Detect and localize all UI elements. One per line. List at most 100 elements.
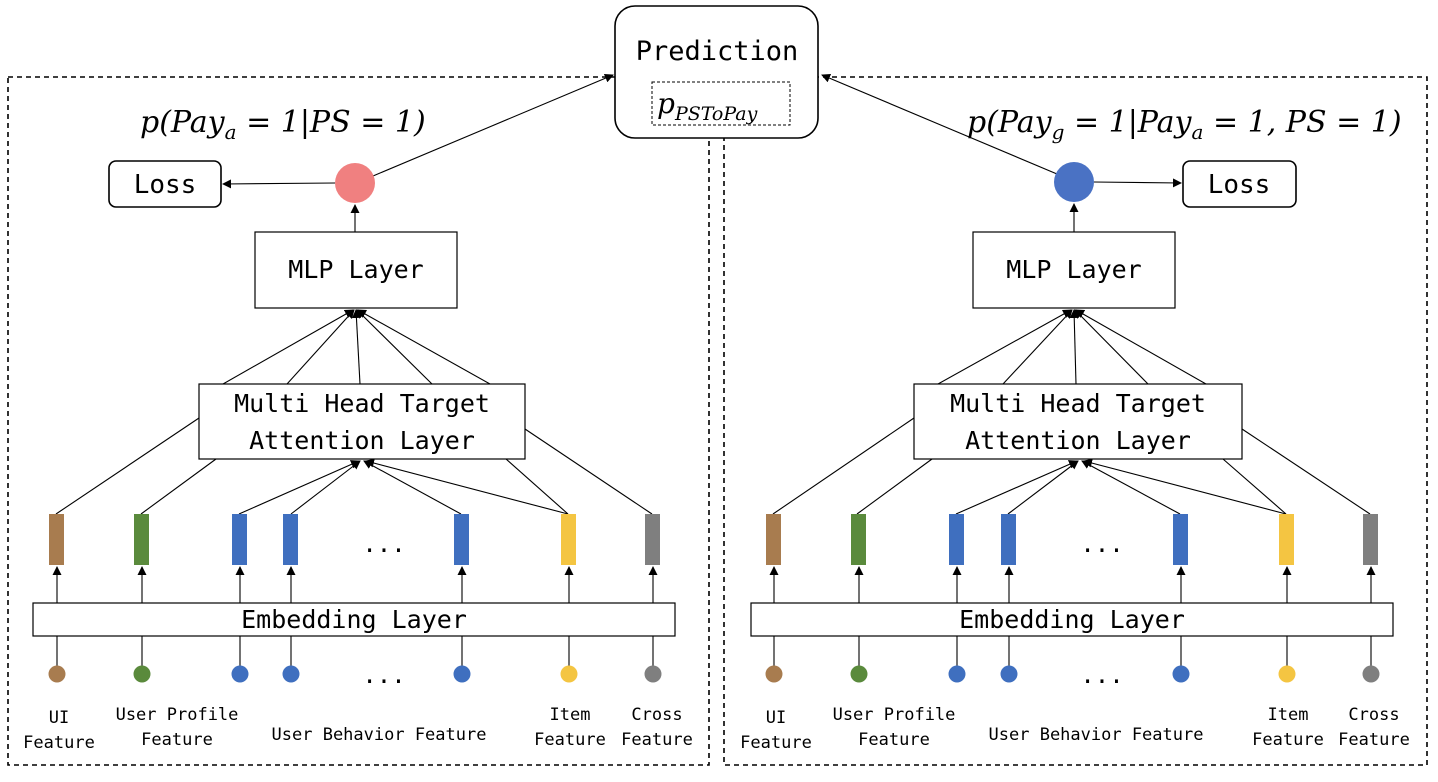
left-behavior1-to-att-arrow <box>238 460 360 515</box>
right-embedding-ellipsis: ... <box>1080 530 1123 558</box>
left-to-prediction-arrow <box>372 73 614 177</box>
right-input-ellipsis: ... <box>1080 661 1123 689</box>
right-attention-box <box>913 383 1243 460</box>
right-item-embedding <box>1279 514 1294 565</box>
right-mlp-box <box>972 231 1176 309</box>
left-ui-emb-to-att-line <box>55 417 200 515</box>
left-loss-box <box>108 160 222 208</box>
right-item-to-att-arrow <box>1083 458 1287 515</box>
right-item-label-2: Feature <box>1252 730 1324 750</box>
right-probability-label: p(Payg = 1|Paya = 1, PS = 1) <box>967 105 1402 144</box>
left-item-to-att-arrow <box>365 458 569 515</box>
right-profile-emb-to-att-line <box>856 458 933 515</box>
left-behavior2-to-att-arrow <box>290 460 361 515</box>
right-behavior3-to-att-arrow <box>1081 460 1181 515</box>
right-behavior-embedding-1 <box>949 514 964 565</box>
right-behavior-input-3 <box>1172 665 1190 683</box>
right-behavior2-to-att-arrow <box>1007 460 1079 515</box>
right-ui-label-2: Feature <box>740 733 812 753</box>
right-output-to-loss-arrow <box>1093 178 1182 188</box>
right-tower-panel <box>723 76 1428 766</box>
left-cross-embedding <box>645 514 660 565</box>
left-att-to-mlp-line-1 <box>222 309 354 385</box>
right-ui-input <box>765 665 783 683</box>
right-att-to-mlp-line-1 <box>937 309 1072 385</box>
right-ui-emb-to-att-line <box>772 417 915 515</box>
left-behavior3-to-att-arrow <box>363 460 462 515</box>
right-cross-embedding <box>1363 514 1378 565</box>
left-profile-label-2: Feature <box>141 730 213 750</box>
right-att-to-mlp-line-3 <box>1069 309 1079 385</box>
right-behavior-embedding-3 <box>1173 514 1188 565</box>
left-embedding-layer-label: Embedding Layer <box>241 605 467 634</box>
left-profile-input <box>133 665 151 683</box>
right-profile-embedding <box>851 514 866 565</box>
prediction-box <box>614 5 819 139</box>
left-tower-panel <box>7 76 710 766</box>
right-profile-input <box>850 665 868 683</box>
right-mlp-label: MLP Layer <box>1006 255 1141 284</box>
left-behavior-input-1 <box>231 665 249 683</box>
right-profile-label-1: User Profile <box>833 705 956 725</box>
left-behavior-embedding-1 <box>232 514 247 565</box>
right-item-emb-to-att-line <box>1222 458 1287 515</box>
right-cross-emb-to-att-line <box>1241 428 1371 515</box>
left-tower: p(Paya = 1|PS = 1) Loss MLP Layer Multi … <box>23 105 693 753</box>
prediction-formula: pPSToPay <box>657 87 758 125</box>
right-att-to-mlp-line-4 <box>1074 309 1149 385</box>
right-att-to-mlp-line-5 <box>1075 309 1207 385</box>
right-embedding-layer-label: Embedding Layer <box>959 605 1185 634</box>
left-mlp-label: MLP Layer <box>288 255 423 284</box>
right-loss-label: Loss <box>1208 170 1271 200</box>
right-att-to-mlp-line-2 <box>1002 309 1073 385</box>
left-item-input <box>560 665 578 683</box>
right-behavior-label: User Behavior Feature <box>989 725 1204 745</box>
right-item-label-1: Item <box>1268 705 1309 725</box>
left-ui-label-1: UI <box>49 708 69 728</box>
right-behavior-embedding-2 <box>1001 514 1016 565</box>
left-cross-label-2: Feature <box>621 730 693 750</box>
left-item-embedding <box>561 514 576 565</box>
left-cross-input <box>644 665 662 683</box>
left-behavior-input-2 <box>282 665 300 683</box>
right-item-input <box>1278 665 1296 683</box>
prediction-title: Prediction <box>636 36 799 67</box>
right-ui-label-1: UI <box>766 708 786 728</box>
right-cross-label-1: Cross <box>1348 705 1399 725</box>
left-ui-label-2: Feature <box>23 733 95 753</box>
left-behavior-embedding-2 <box>283 514 298 565</box>
right-profile-label-2: Feature <box>858 730 930 750</box>
right-attention-label-line1: Multi Head Target <box>950 389 1206 418</box>
left-attention-label-line1: Multi Head Target <box>234 389 490 418</box>
left-attention-box <box>198 383 526 460</box>
right-cross-input <box>1362 665 1380 683</box>
right-ui-embedding <box>766 514 781 565</box>
left-input-ellipsis: ... <box>362 661 405 689</box>
left-attention-label-line2: Attention Layer <box>249 426 475 455</box>
left-cross-emb-to-att-line <box>524 428 653 515</box>
left-behavior-embedding-3 <box>454 514 469 565</box>
right-behavior1-to-att-arrow <box>955 460 1078 515</box>
left-profile-embedding <box>134 514 149 565</box>
right-embedding-layer-box <box>750 602 1394 637</box>
left-probability-label: p(Paya = 1|PS = 1) <box>140 105 426 144</box>
right-behavior-input-2 <box>1000 665 1018 683</box>
left-att-to-mlp-line-2 <box>286 309 355 385</box>
right-attention-label-line2: Attention Layer <box>965 426 1191 455</box>
left-embedding-layer-box <box>32 602 676 637</box>
right-behavior-input-1 <box>948 665 966 683</box>
left-item-label-1: Item <box>550 705 591 725</box>
right-output-node <box>1054 162 1094 202</box>
left-loss-label: Loss <box>134 170 197 200</box>
left-cross-label-1: Cross <box>631 705 682 725</box>
right-tower: p(Payg = 1|Paya = 1, PS = 1) Loss MLP La… <box>740 105 1410 753</box>
left-ui-embedding <box>49 514 64 565</box>
right-to-prediction-arrow <box>821 73 1058 175</box>
left-mlp-box <box>254 231 458 309</box>
left-embedding-ellipsis: ... <box>362 530 405 558</box>
right-loss-box <box>1182 160 1297 208</box>
left-behavior-label: User Behavior Feature <box>272 725 487 745</box>
left-output-node <box>335 163 375 203</box>
left-behavior-input-3 <box>453 665 471 683</box>
